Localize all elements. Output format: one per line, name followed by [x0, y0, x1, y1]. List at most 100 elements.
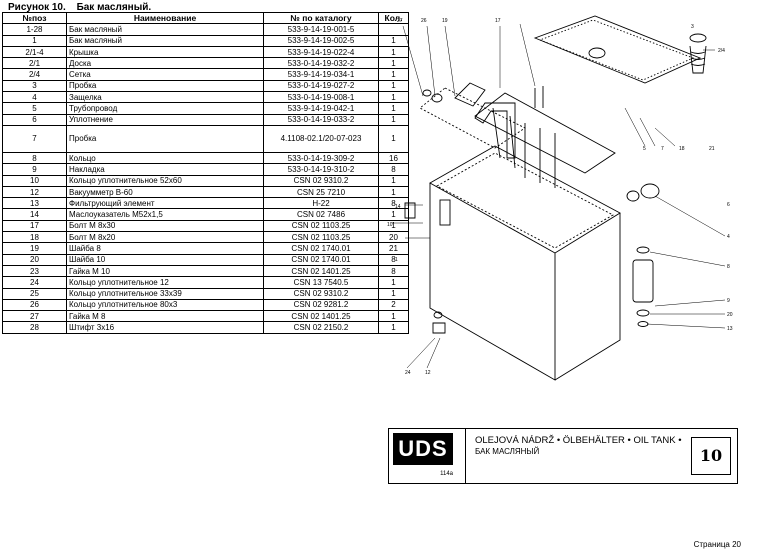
row-pos: 20 [2, 253, 67, 266]
callout-12: 12 [425, 370, 431, 376]
header-pos: №поз [2, 11, 67, 25]
uds-logo: UDS 114a [393, 433, 453, 479]
row-pos: 3 [2, 79, 67, 93]
tank-flange-dots [436, 152, 614, 249]
logo-mark: UDS [393, 433, 453, 465]
ring-8 [636, 246, 650, 254]
row-catalog: CSN 02 1103.25 [263, 219, 379, 233]
row-pos: 2/1-4 [2, 45, 67, 59]
row-name: Болт М 8х20 [66, 231, 264, 244]
ring-26a [422, 89, 432, 97]
header-qty: Кол. [378, 11, 409, 25]
row-qty: 21 [378, 242, 409, 255]
row-catalog: CSN 02 2150.2 [263, 321, 379, 334]
row-catalog: H-22 [263, 197, 379, 210]
row-catalog: 533-0-14-19-027-2 [263, 79, 379, 93]
row-catalog: CSN 25 7210 [263, 185, 379, 199]
row-qty: 1 [378, 321, 409, 334]
row-name: Кольцо уплотнительное 33х39 [66, 287, 264, 300]
inner-plate [474, 92, 616, 174]
nozzle-5 [454, 82, 486, 107]
plug-7 [640, 183, 660, 199]
callout-3: 3 [691, 24, 694, 30]
logo-sub: 114a [440, 471, 453, 477]
row-pos: 10 [2, 174, 67, 187]
row-catalog: CSN 02 1401.25 [263, 264, 379, 278]
row-pos: 1-28 [2, 23, 67, 36]
row-pos: 5 [2, 102, 67, 115]
row-pos: 9 [2, 163, 67, 176]
callout-24: 24 [405, 370, 411, 376]
gasket [419, 87, 526, 149]
row-pos: 12 [2, 185, 67, 199]
parts-table: №поз Наименование № по каталогу Кол. 1-2… [2, 11, 409, 334]
row-pos: 25 [2, 287, 67, 300]
row-catalog: 4.1108-02.1/20-07-023 [263, 124, 379, 153]
spring-coils [690, 51, 706, 66]
callout-1: 1 [395, 257, 398, 263]
titleblock-heading: OLEJOVÁ NÁDRŽ • ÖLBEHÄLTER • OIL TANK • [475, 435, 682, 446]
pipe-assembly [474, 102, 516, 159]
row-pos: 7 [2, 124, 67, 153]
washer-20 [637, 321, 649, 327]
row-catalog: 533-0-14-19-008-1 [263, 91, 379, 104]
row-catalog: CSN 02 7486 [263, 208, 379, 221]
row-name: Кольцо уплотнительное 12 [66, 276, 264, 289]
row-pos: 18 [2, 231, 67, 244]
row-pos: 13 [2, 197, 67, 210]
callout-26: 26 [421, 18, 427, 24]
callout-21: 21 [709, 146, 715, 152]
title-block: UDS 114a OLEJOVÁ NÁDRŽ • ÖLBEHÄLTER • OI… [388, 428, 738, 484]
row-name: Крышка [66, 45, 264, 59]
row-name: Фильтрующий элемент [66, 197, 264, 210]
row-catalog: 533-0-14-19-032-2 [263, 57, 379, 70]
row-name: Доска [66, 57, 264, 70]
row-catalog: 533-9-14-19-042-1 [263, 102, 379, 115]
row-qty: 1 [378, 102, 409, 115]
callout-6: 6 [727, 202, 730, 208]
row-catalog: CSN 02 1401.25 [263, 310, 379, 323]
row-catalog: 533-0-14-19-310-2 [263, 163, 379, 176]
row-name: Уплотнение [66, 113, 264, 126]
row-pos: 2/1 [2, 57, 67, 70]
row-name: Кольцо [66, 151, 264, 165]
pipe-upright [534, 86, 544, 108]
row-pos: 26 [2, 298, 67, 312]
ring-26b [431, 93, 443, 103]
row-name: Шайба 8 [66, 242, 264, 255]
callout-27: 27 [397, 18, 403, 24]
callout-5: 5 [643, 146, 646, 152]
row-pos: 2/4 [2, 68, 67, 81]
titleblock-divider [465, 429, 466, 483]
figure-label: Рисунок 10. [8, 2, 66, 13]
cap-3 [689, 33, 707, 43]
vacuum-gauge-12 [404, 202, 416, 219]
row-pos: 28 [2, 321, 67, 334]
row-catalog: 533-9-14-19-034-1 [263, 68, 379, 81]
row-name: Вакуумметр В-60 [66, 185, 264, 199]
row-pos: 1 [2, 34, 67, 47]
suction-pipes [492, 107, 556, 188]
callout-10: 10 [387, 222, 393, 228]
row-catalog: 533-0-14-19-033-2 [263, 113, 379, 126]
row-name: Сетка [66, 68, 264, 81]
tank-front-edges [429, 183, 556, 381]
oil-tank-drawing: 27 26 19 17 3 2/4 18 21 5 7 6 4 1 8 9 20… [387, 15, 733, 381]
ring-9 [636, 309, 650, 317]
cover-holes [538, 19, 695, 81]
row-pos: 24 [2, 276, 67, 289]
tank-side-edges [554, 213, 621, 381]
